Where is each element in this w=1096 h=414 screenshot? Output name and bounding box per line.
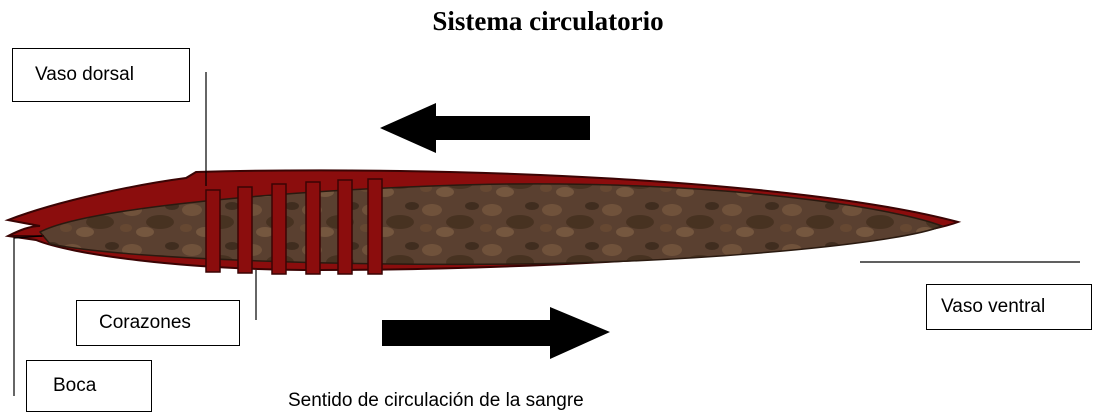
label-vaso-ventral: Vaso ventral [926,284,1092,330]
circulation-caption: Sentido de circulación de la sangre [288,390,584,411]
label-vaso-dorsal: Vaso dorsal [12,48,190,102]
body-interior [38,183,945,266]
diagram-title: Sistema circulatorio [432,6,664,36]
hearts [205,178,383,275]
arrow-right [382,307,610,359]
label-corazones: Corazones [76,300,240,346]
heart-ring [337,179,353,275]
heart-ring [367,178,383,275]
arrow-left [380,103,590,153]
heart-ring [305,181,321,275]
heart-ring [271,183,287,275]
label-boca: Boca [26,360,152,412]
leader-boca [13,235,43,396]
heart-ring [205,189,221,273]
heart-ring [237,186,253,274]
